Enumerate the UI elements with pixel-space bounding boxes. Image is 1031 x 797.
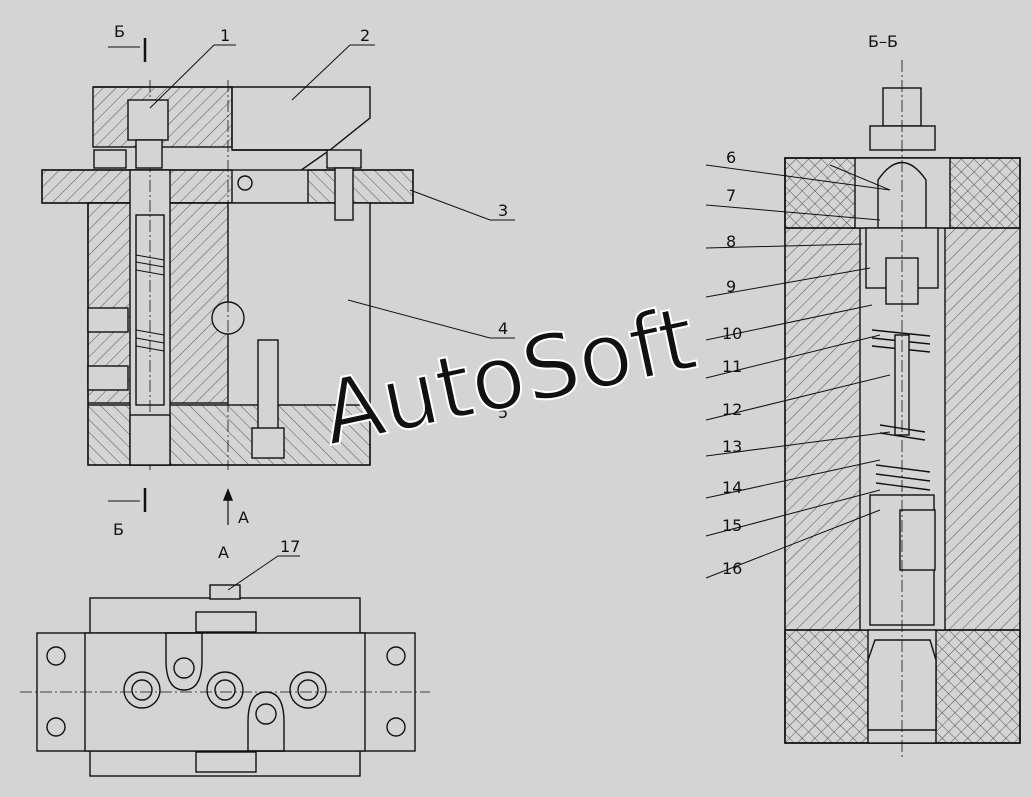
callout-7: 7 — [726, 186, 736, 205]
callout-15: 15 — [722, 516, 742, 535]
view-a — [20, 584, 430, 777]
callout-6: 6 — [726, 148, 736, 167]
callout-16: 16 — [722, 559, 742, 578]
callout-1: 1 — [220, 26, 230, 45]
front-view — [41, 38, 414, 525]
section-title: Б–Б — [868, 32, 898, 51]
labels: Б–Б Б Б А А 1 2 3 4 5 6 7 8 9 10 11 12 1… — [113, 22, 898, 578]
view-arrow-label: А — [238, 508, 249, 527]
callout-17: 17 — [280, 537, 300, 556]
callout-10: 10 — [722, 324, 742, 343]
callout-14: 14 — [722, 478, 742, 497]
callout-2: 2 — [360, 26, 370, 45]
callout-5: 5 — [498, 403, 508, 422]
callout-13: 13 — [722, 437, 742, 456]
leader-lines — [149, 44, 891, 591]
callout-8: 8 — [726, 232, 736, 251]
callout-12: 12 — [722, 400, 742, 419]
view-title: А — [218, 543, 229, 562]
watermark: AutoSoft — [313, 286, 704, 465]
callout-3: 3 — [498, 201, 508, 220]
section-mark-top: Б — [114, 22, 125, 41]
section-b-b — [784, 60, 1021, 760]
callout-9: 9 — [726, 277, 736, 296]
section-mark-bottom: Б — [113, 520, 124, 539]
callout-11: 11 — [722, 357, 742, 376]
callout-4: 4 — [498, 319, 508, 338]
